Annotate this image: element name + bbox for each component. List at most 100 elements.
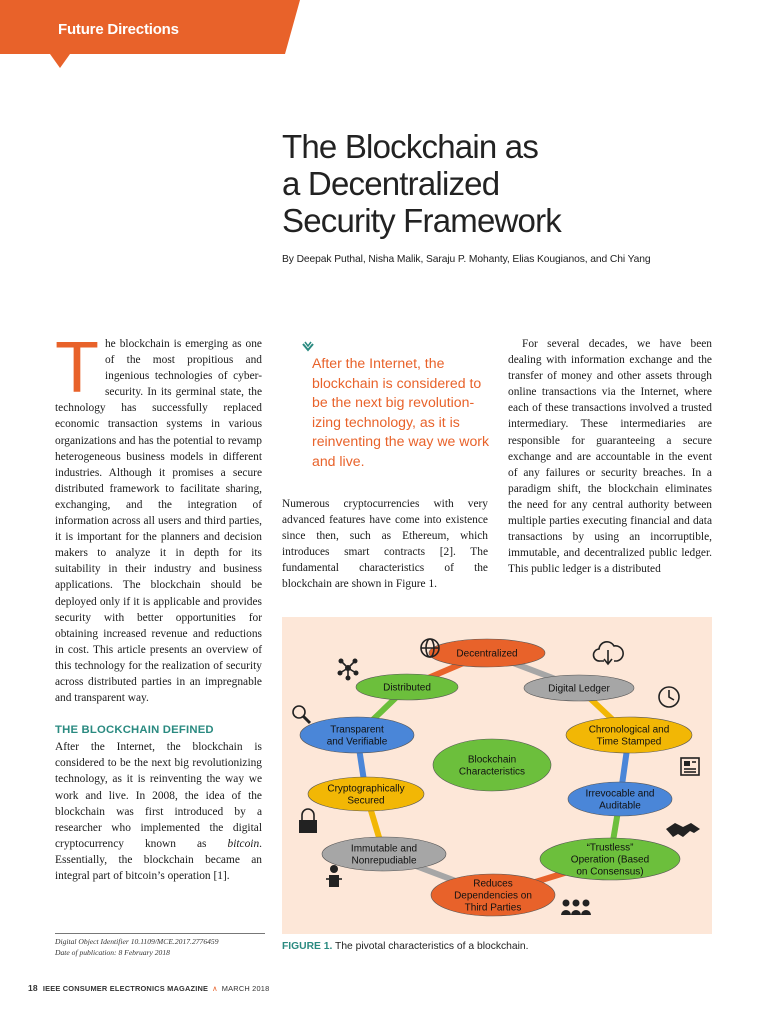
title-line: Security Framework [282, 202, 562, 239]
page-number: 18 [28, 983, 38, 993]
characteristic-node-shape [321, 836, 447, 872]
characteristic-node-shape [430, 873, 556, 917]
group-icon [561, 899, 591, 915]
characteristic-node-label: Third Parties [465, 903, 522, 914]
network-hub [345, 665, 351, 671]
characteristic-node-label: Irrevocable and [586, 789, 655, 800]
network-node [337, 670, 343, 676]
network-node [352, 658, 358, 664]
newspaper-photo [684, 761, 690, 766]
characteristic-node-label: Secured [347, 796, 384, 807]
pullquote-mark-icon [302, 341, 314, 352]
column-2: Numerous cryptocurrencies with very adva… [282, 496, 488, 593]
handshake-icon [666, 823, 700, 837]
newspaper-icon [680, 757, 700, 776]
center-node-label: Blockchain [468, 755, 516, 766]
person-body [571, 910, 581, 915]
characteristic-node-label: Decentralized [456, 649, 517, 660]
person-body [581, 910, 591, 915]
characteristic-node-label: Nonrepudiable [351, 856, 416, 867]
person-head [330, 865, 338, 873]
magnifier-handle [301, 714, 312, 725]
footer-separator: ∧ [212, 984, 218, 993]
section-banner [0, 0, 300, 68]
network-node [338, 658, 344, 664]
drop-cap: T [55, 328, 99, 408]
characteristic-node-label: Cryptographically [327, 784, 404, 795]
characteristic-node-shape [539, 837, 681, 881]
issue-date: MARCH 2018 [221, 984, 270, 993]
magazine-name: IEEE CONSUMER ELECTRONICS MAGAZINE [42, 984, 209, 993]
characteristic-node: Digital Ledger [523, 674, 635, 702]
column-1: T he blockchain is emerging as one of th… [55, 328, 262, 884]
section-heading: THE BLOCKCHAIN DEFINED [55, 724, 214, 737]
title-line: The Blockchain as [282, 128, 539, 165]
publication-date: Date of publication: 8 February 2018 [55, 948, 170, 957]
definition-paragraph: After the Internet, the blockchain is co… [55, 741, 262, 882]
characteristic-node-shape [307, 776, 425, 812]
handshake-shape [666, 823, 700, 837]
section-label: Future Directions [58, 21, 179, 38]
center-node-shape [432, 738, 552, 792]
center-node-label: Characteristics [459, 767, 525, 778]
network-node [345, 675, 351, 681]
characteristic-node-label: Operation (Based [571, 855, 649, 866]
characteristic-node-shape [565, 716, 693, 754]
column-3: For several decades, we have been dealin… [508, 336, 712, 577]
characteristic-node-label: Distributed [383, 683, 431, 694]
doi: Digital Object Identifier 10.1109/MCE.20… [55, 937, 219, 946]
network-icon [337, 658, 359, 681]
characteristic-node-label: Digital Ledger [548, 684, 610, 695]
globe-icon [420, 638, 440, 658]
intro-paragraph: he blockchain is emerging as one of the … [55, 338, 262, 705]
pull-quote: After the Internet, the blockchain is co… [312, 355, 490, 469]
person-head [562, 899, 570, 907]
author-byline: By Deepak Puthal, Nisha Malik, Saraju P.… [282, 254, 651, 265]
characteristic-node-label: Immutable and [351, 844, 417, 855]
characteristic-node-label: Time Stamped [597, 737, 662, 748]
characteristic-node-label: Reduces [473, 879, 512, 890]
characteristic-node-shape [355, 673, 459, 701]
lock-icon [299, 808, 317, 833]
characteristic-node-label: Transparent [330, 725, 384, 736]
person-body [329, 875, 339, 887]
characteristic-node-label: and Verifiable [327, 737, 388, 748]
title-line: a Decentralized [282, 165, 500, 202]
magnifier-icon [292, 705, 312, 725]
characteristic-node-shape [567, 781, 673, 817]
characteristic-node-label: on Consensus) [576, 867, 643, 878]
body-paragraph: For several decades, we have been dealin… [508, 338, 712, 576]
characteristic-node-label: Chronological and [589, 725, 670, 736]
characteristic-node-shape [428, 638, 546, 668]
person-head [572, 899, 580, 907]
characteristic-node-label: Auditable [599, 801, 641, 812]
network-node [353, 670, 359, 676]
person-body [561, 910, 571, 915]
article-title: The Blockchain as a Decentralized Securi… [282, 128, 742, 239]
clock-icon [658, 686, 680, 708]
footnote: Digital Object Identifier 10.1109/MCE.20… [55, 933, 265, 958]
person-icon [326, 865, 342, 887]
characteristic-node-label: Dependencies on [454, 891, 532, 902]
characteristic-node: Distributed [355, 673, 459, 701]
figure-caption: FIGURE 1. The pivotal characteristics of… [282, 941, 529, 952]
body-paragraph: Numerous cryptocurrencies with very adva… [282, 498, 488, 591]
page-footer: 18 IEEE CONSUMER ELECTRONICS MAGAZINE∧MAR… [28, 983, 269, 993]
characteristic-node-label: “Trustless” [587, 843, 634, 854]
cloud-download-icon [592, 641, 624, 666]
person-head [582, 899, 590, 907]
characteristic-node-shape [523, 674, 635, 702]
characteristic-node-shape [299, 716, 415, 754]
characteristic-node: Decentralized [428, 638, 546, 668]
lock-body [299, 820, 317, 833]
